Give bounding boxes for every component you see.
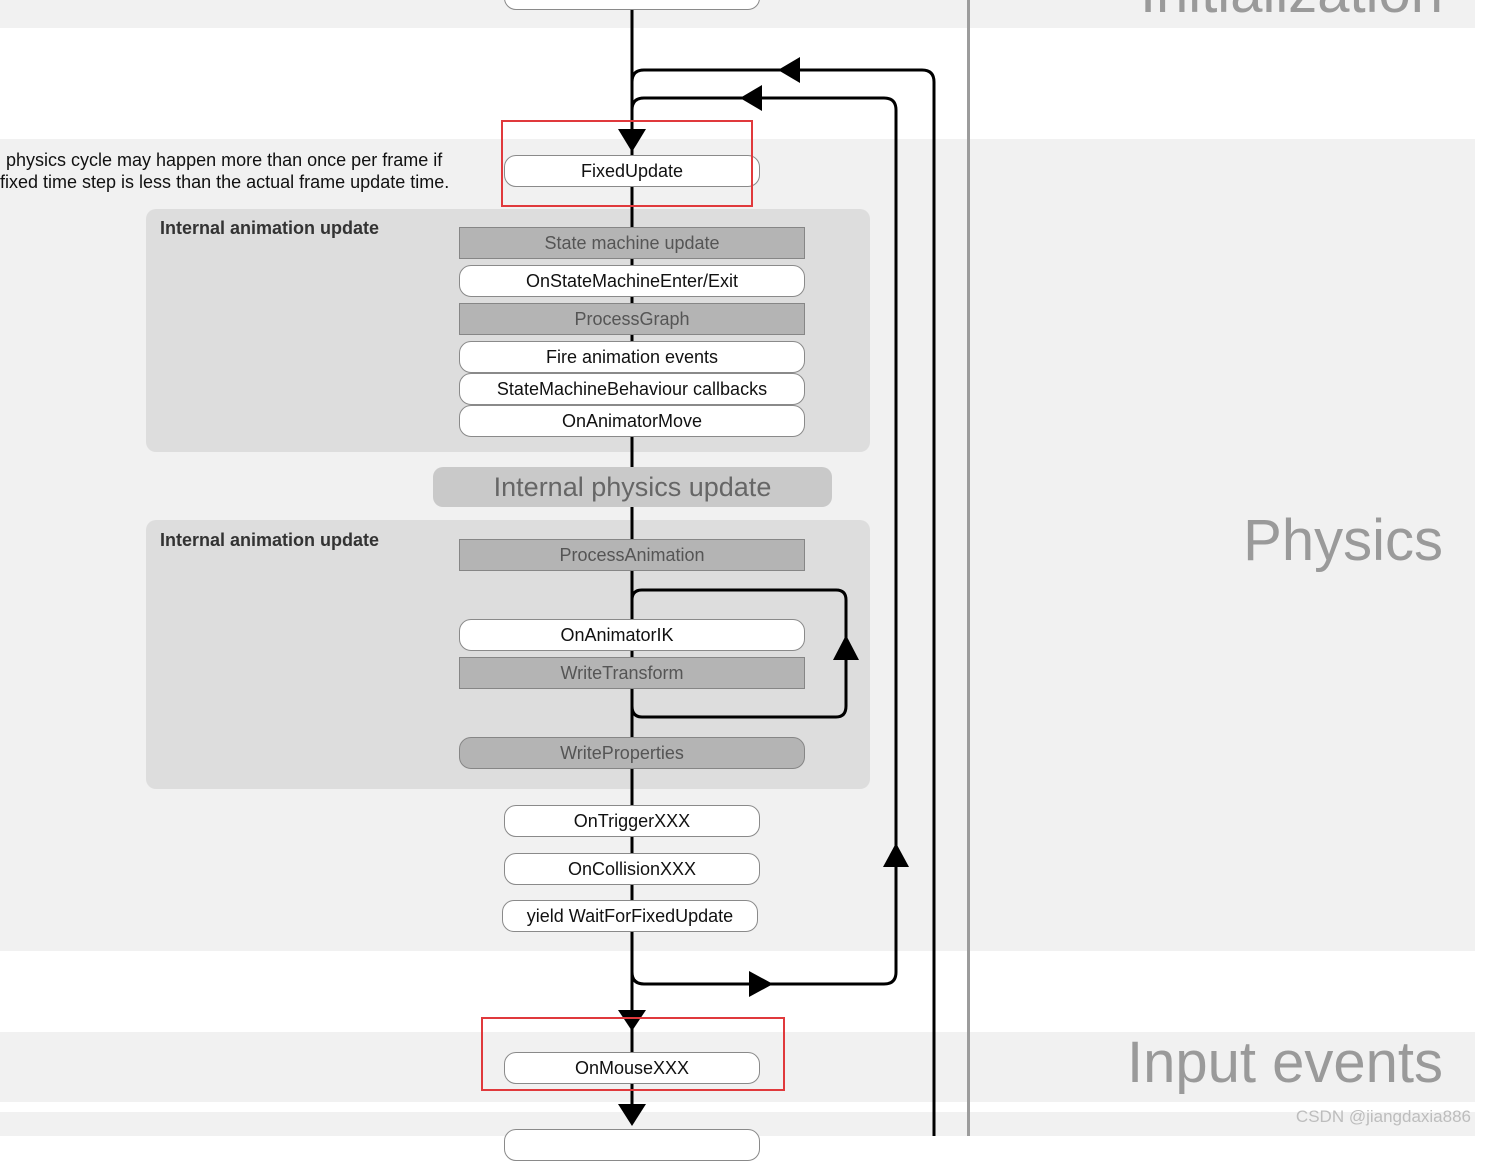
highlight-fixed-update xyxy=(501,120,753,207)
top-cut-node[interactable] xyxy=(504,0,760,10)
section-label-physics: Physics xyxy=(1243,508,1443,573)
internal-physics-update-banner: Internal physics update xyxy=(433,467,832,507)
group-title-1: Internal animation update xyxy=(160,218,380,238)
node-on-animator-ik[interactable]: OnAnimatorIK xyxy=(459,619,805,651)
arrow-outer-loop xyxy=(778,57,800,83)
node-process-animation[interactable]: ProcessAnimation xyxy=(459,539,805,571)
group-title-2: Internal animation update xyxy=(160,530,380,550)
note-line-1: physics cycle may happen more than once … xyxy=(6,150,443,170)
node-on-collision[interactable]: OnCollisionXXX xyxy=(504,853,760,885)
node-state-machine-update[interactable]: State machine update xyxy=(459,227,805,259)
physics-cycle-note: physics cycle may happen more than once … xyxy=(0,149,449,193)
watermark: CSDN @jiangdaxia886 xyxy=(1295,1107,1471,1126)
highlight-on-mouse xyxy=(481,1017,785,1091)
column-divider xyxy=(967,0,970,1136)
node-write-properties[interactable]: WriteProperties xyxy=(459,737,805,769)
node-fire-animation-events[interactable]: Fire animation events xyxy=(459,341,805,373)
node-on-animator-move[interactable]: OnAnimatorMove xyxy=(459,405,805,437)
arrow-loop-exit-right xyxy=(749,971,773,997)
node-process-graph[interactable]: ProcessGraph xyxy=(459,303,805,335)
bottom-cut-node[interactable] xyxy=(504,1129,760,1161)
arrow-inner-loop xyxy=(740,85,762,111)
node-write-transform[interactable]: WriteTransform xyxy=(459,657,805,689)
node-state-machine-behaviour-callbacks[interactable]: StateMachineBehaviour callbacks xyxy=(459,373,805,405)
node-on-state-machine-enter-exit[interactable]: OnStateMachineEnter/Exit xyxy=(459,265,805,297)
note-line-2: fixed time step is less than the actual … xyxy=(0,172,450,192)
node-on-trigger[interactable]: OnTriggerXXX xyxy=(504,805,760,837)
section-label-input-events: Input events xyxy=(1127,1030,1443,1095)
node-yield-wait-for-fixed-update[interactable]: yield WaitForFixedUpdate xyxy=(502,900,758,932)
section-label-initialization: Initialization xyxy=(1140,0,1443,22)
